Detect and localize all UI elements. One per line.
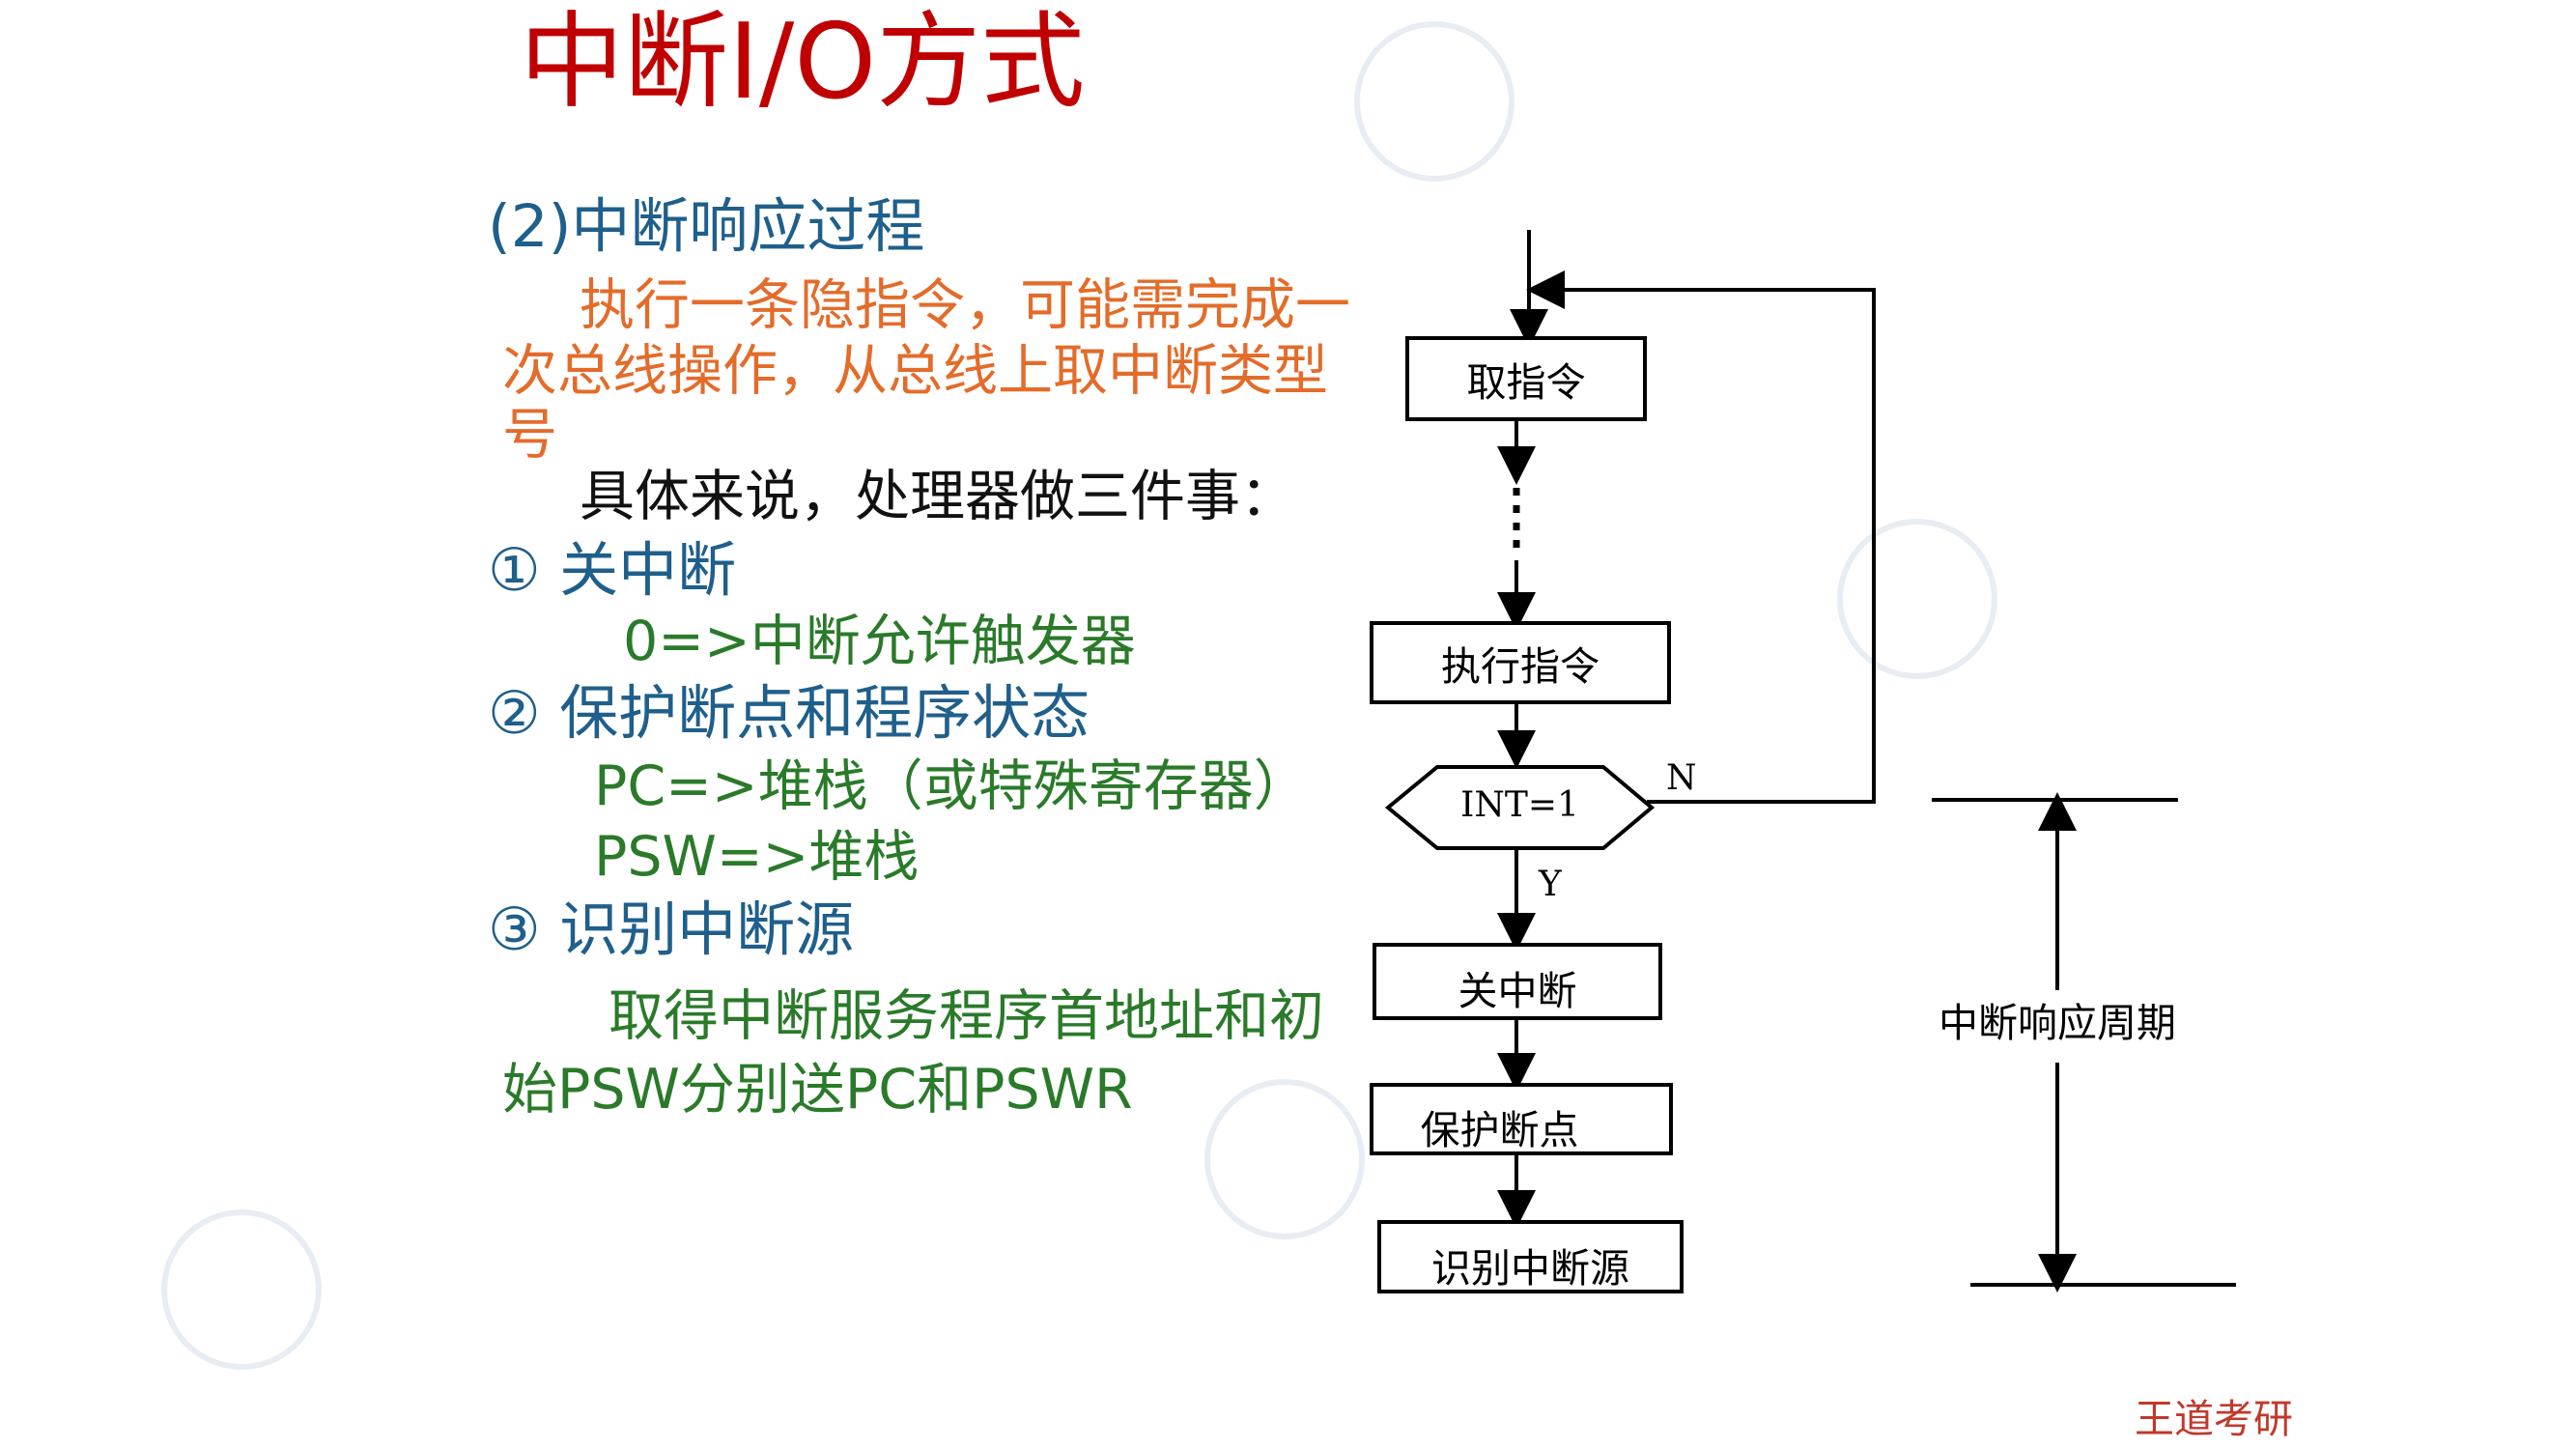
flow-execute-label: 执行指令 <box>1441 643 1599 690</box>
footer-brand: 王道考研 <box>2135 1396 2293 1442</box>
slide-title: 中断I/O方式 <box>520 2 1086 123</box>
execute-box <box>1370 621 1671 704</box>
flow-save-bp-label: 保护断点 <box>1420 1107 1579 1153</box>
decision-diamond <box>1384 765 1656 850</box>
step-1-detail: 0=>中断允许触发器 <box>623 610 1136 673</box>
disable-int-box <box>1373 943 1662 1020</box>
intro-text: 具体来说，处理器做三件事： <box>580 465 1295 528</box>
fetch-box <box>1405 336 1647 421</box>
flow-fetch-label: 取指令 <box>1466 359 1586 406</box>
step-2-label: ② 保护断点和程序状态 <box>488 679 1090 748</box>
save-bp-box <box>1370 1083 1673 1155</box>
flow-decision-label: INT=1 <box>1460 785 1579 825</box>
paragraph-line-1: 执行一条隐指令，可能需完成一 <box>580 273 1350 337</box>
flow-disable-int-label: 关中断 <box>1458 968 1577 1014</box>
cycle-label: 中断响应周期 <box>1922 990 2193 1048</box>
step-1-label: ① 关中断 <box>488 536 737 605</box>
paragraph-line-3: 号 <box>502 403 557 467</box>
flow-identify-label: 识别中断源 <box>1431 1245 1629 1292</box>
step-2-detail-1: PC=>堆栈（或特殊寄存器） <box>594 754 1309 818</box>
flow-no-label: N <box>1666 758 1697 798</box>
identify-box <box>1377 1220 1684 1293</box>
section-heading: (2)中断响应过程 <box>488 192 925 261</box>
step-3-detail-2: 始PSW分别送PC和PSWR <box>502 1058 1133 1122</box>
flow-yes-label: Y <box>1539 865 1562 904</box>
step-3-detail-1: 取得中断服务程序首地址和初 <box>609 984 1324 1048</box>
step-3-label: ③ 识别中断源 <box>488 895 855 964</box>
paragraph-line-2: 次总线操作，从总线上取中断类型 <box>502 339 1328 403</box>
step-2-detail-2: PSW=>堆栈 <box>594 825 920 889</box>
